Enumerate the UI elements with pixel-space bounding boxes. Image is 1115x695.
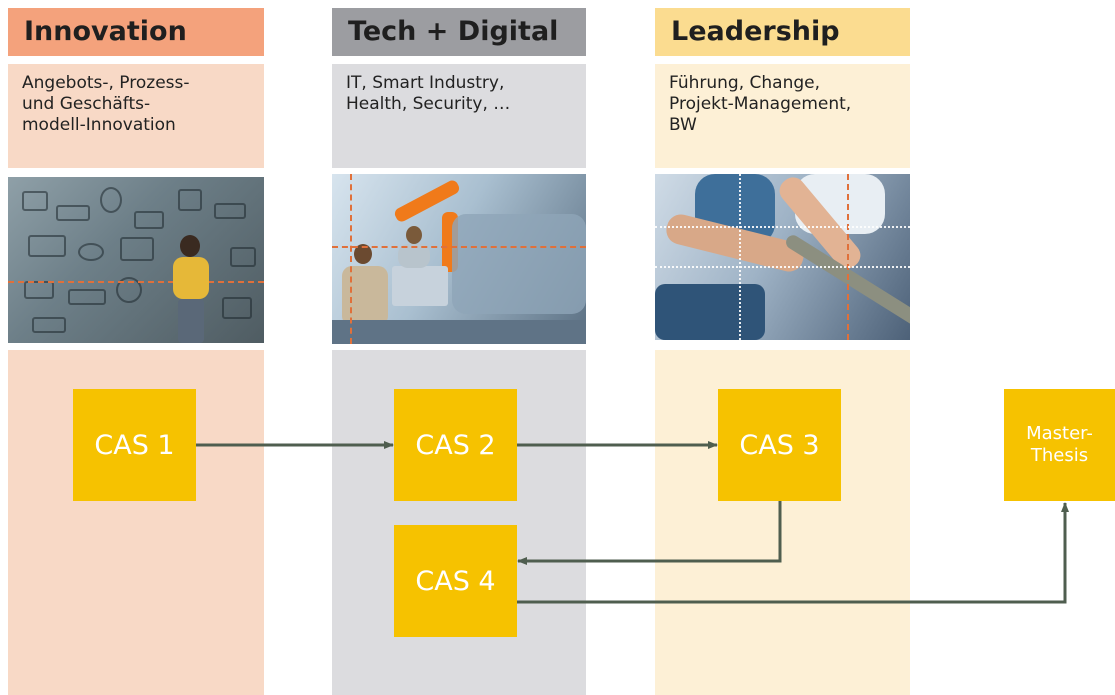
arrow-cas3-to-cas4 bbox=[517, 501, 782, 565]
cas-3-box: CAS 3 bbox=[718, 389, 841, 501]
tech-digital-header: Tech + Digital bbox=[332, 8, 586, 56]
innovation-description: Angebots-, Prozess- und Geschäfts- model… bbox=[8, 64, 264, 168]
cas-4-box: CAS 4 bbox=[394, 525, 517, 637]
master-thesis-box: Master- Thesis bbox=[1004, 389, 1115, 501]
leadership-description: Führung, Change, Projekt-Management, BW bbox=[655, 64, 910, 168]
leadership-header: Leadership bbox=[655, 8, 910, 56]
leadership-photo bbox=[655, 174, 910, 340]
tech-digital-description: IT, Smart Industry, Health, Security, … bbox=[332, 64, 586, 168]
cas-2-box: CAS 2 bbox=[394, 389, 517, 501]
arrow-cas4-to-master bbox=[517, 502, 1069, 604]
innovation-header: Innovation bbox=[8, 8, 264, 56]
innovation-photo bbox=[8, 177, 264, 343]
tech-digital-photo bbox=[332, 174, 586, 344]
cas-1-box: CAS 1 bbox=[73, 389, 196, 501]
